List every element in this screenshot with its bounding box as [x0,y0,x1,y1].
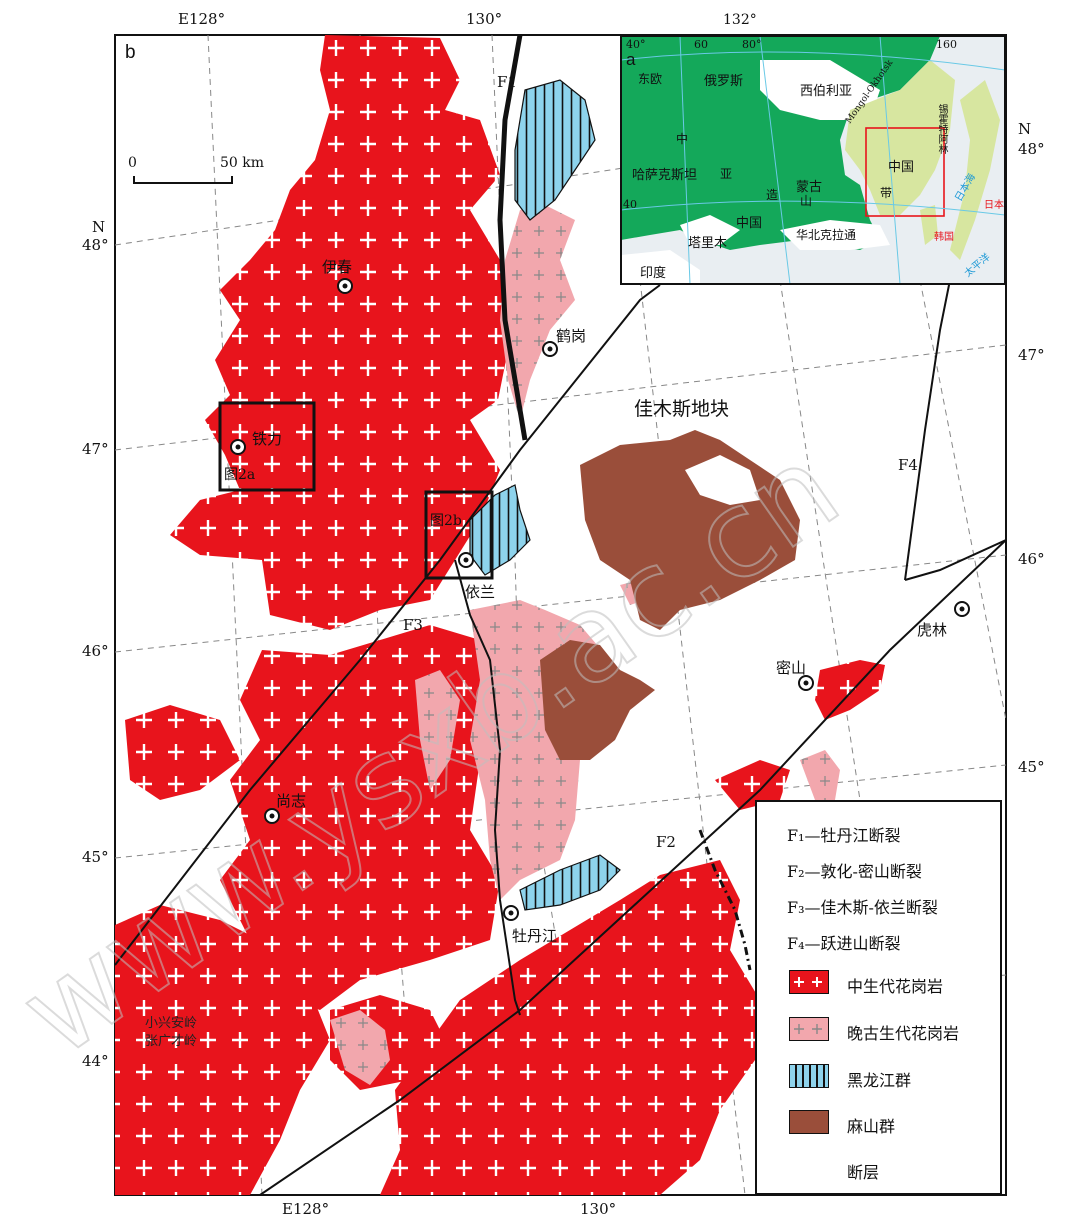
inset-caob-2: 亚 [720,167,733,181]
axis-bottom-e128: E128° [282,1200,330,1218]
fault-label-f3: F3 [403,616,423,634]
inset-mongolia: 蒙古 [796,180,823,195]
place-yichun: 伊春 [322,258,353,276]
axis-top-130: 130° [466,10,503,28]
inset-india: 印度 [640,266,667,281]
inset-caob-4: 山 [800,194,813,208]
inset-yellow [845,60,955,215]
inset-lon-label: 132° [723,12,757,28]
axis-right-46: 46° [1018,550,1045,568]
place-mishan: 密山 [776,659,807,677]
legend-f4: F₄—跃进山断裂 [787,934,901,953]
legend-swatch-paleozoic [789,1017,829,1041]
legend: F₁—牡丹江断裂 F₂—敦化-密山断裂 F₃—佳木斯-依兰断裂 F₄—跃进山断裂… [755,800,1002,1195]
fault-dashed [698,829,752,971]
fault-label-f4: F4 [898,456,918,474]
place-box-2a: 图2a [224,467,256,483]
axis-top-e128: E128° [178,10,226,28]
fault-f3b [454,559,521,1016]
fault-f3 [115,284,661,966]
inset-korea: 韩国 [934,232,954,243]
inset-northchina [780,220,890,250]
axis-left-44: 44° [82,1052,109,1070]
place-jiamusi: 佳木斯地块 [634,398,730,420]
heilongjiang-group [469,79,621,911]
axis-bottom-130: 130° [580,1200,617,1218]
legend-mesozoic: 中生代花岗岩 [847,977,944,996]
place-box-2b: 图2b [430,513,462,529]
legend-swatch-heilongjiang [789,1064,829,1088]
inset-tick-80: 80° [742,38,762,51]
place-hegang: 鹤岗 [556,327,587,345]
box-2b [424,490,494,580]
fault-f4b [904,539,1006,581]
inset-tarim: 塔里木 [688,236,728,251]
inset-india [621,250,700,284]
place-marker-dots [235,283,965,916]
legend-swatch-mesozoic [789,970,829,994]
legend-f1: F₁—牡丹江断裂 [787,826,901,845]
panel-label-b: b [125,42,136,63]
place-xiaoxinganling: 小兴安岭 [145,1016,198,1031]
fault-label-f2: F2 [656,833,676,851]
legend-swatch-mashan [789,1110,829,1134]
inset-china-w: 中国 [736,216,763,231]
legend-fault: 断层 [847,1163,880,1182]
axis-left-46: 46° [82,642,109,660]
inset-china-e: 中国 [888,160,915,175]
inset-russia: 俄罗斯 [704,74,744,89]
place-yilan: 依兰 [465,583,496,601]
scale-bar-line [133,176,233,184]
fault-f1 [497,35,528,441]
legend-f3: F₃—佳木斯-依兰断裂 [787,898,938,917]
legend-heilongjiang: 黑龙江群 [847,1071,912,1090]
mashan-holes [685,455,760,505]
inset-tick-160: 160 [936,38,957,51]
fault-f4 [904,279,951,581]
legend-f2: F₂—敦化-密山断裂 [787,862,922,881]
axis-left-48: 48° [82,236,109,254]
inset-study-box [865,127,945,217]
axis-right-n: N [1018,120,1032,138]
inset-caob-1: 中 [676,132,689,146]
place-shangzhi: 尚志 [276,792,307,810]
axis-right-45: 45° [1018,758,1045,776]
axis-left-45: 45° [82,848,109,866]
inset-lat-40: 40 [623,198,637,211]
place-zhangguangcai: 张广才岭 [145,1034,198,1049]
legend-paleozoic: 晚古生代花岗岩 [847,1024,960,1043]
inset-japan: 日本 [984,200,1004,211]
place-mudanjiang: 牡丹江 [512,927,558,945]
inset-siberia [760,60,880,120]
axis-left-47: 47° [82,440,109,458]
inset-europe: 东欧 [638,72,663,86]
fault-label-f1: F1 [497,73,517,91]
inset-tarim [680,215,740,245]
axis-left-n: N [92,218,106,236]
inset-northchina: 华北克拉通 [796,228,857,242]
faults [115,35,1006,1195]
inset-kazakhstan: 哈萨克斯坦 [632,168,698,183]
inset-map [620,35,1006,285]
legend-mashan: 麻山群 [847,1117,896,1136]
scale-bar-length: 50 km [220,155,265,171]
inset-japan [950,80,1000,260]
inset-caob-5: 带 [880,186,893,200]
inset-sikhote: 锡霍特阿林 [936,104,947,154]
inset-caob-3: 造 [766,188,779,202]
inset-korea [920,205,938,245]
inset-siberia: 西伯利亚 [800,84,853,99]
axis-right-47: 47° [1018,346,1045,364]
fault-f2 [259,539,1006,1195]
inset-tick-40: 40° [626,38,646,51]
scale-bar-zero: 0 [128,155,137,171]
inset-tick-60: 60 [694,38,708,51]
axis-right-48: 48° [1018,140,1045,158]
panel-label-a: a [626,50,636,69]
box-2a [218,401,316,492]
place-hulin: 虎林 [917,621,948,639]
place-tieli: 铁力 [252,430,283,448]
